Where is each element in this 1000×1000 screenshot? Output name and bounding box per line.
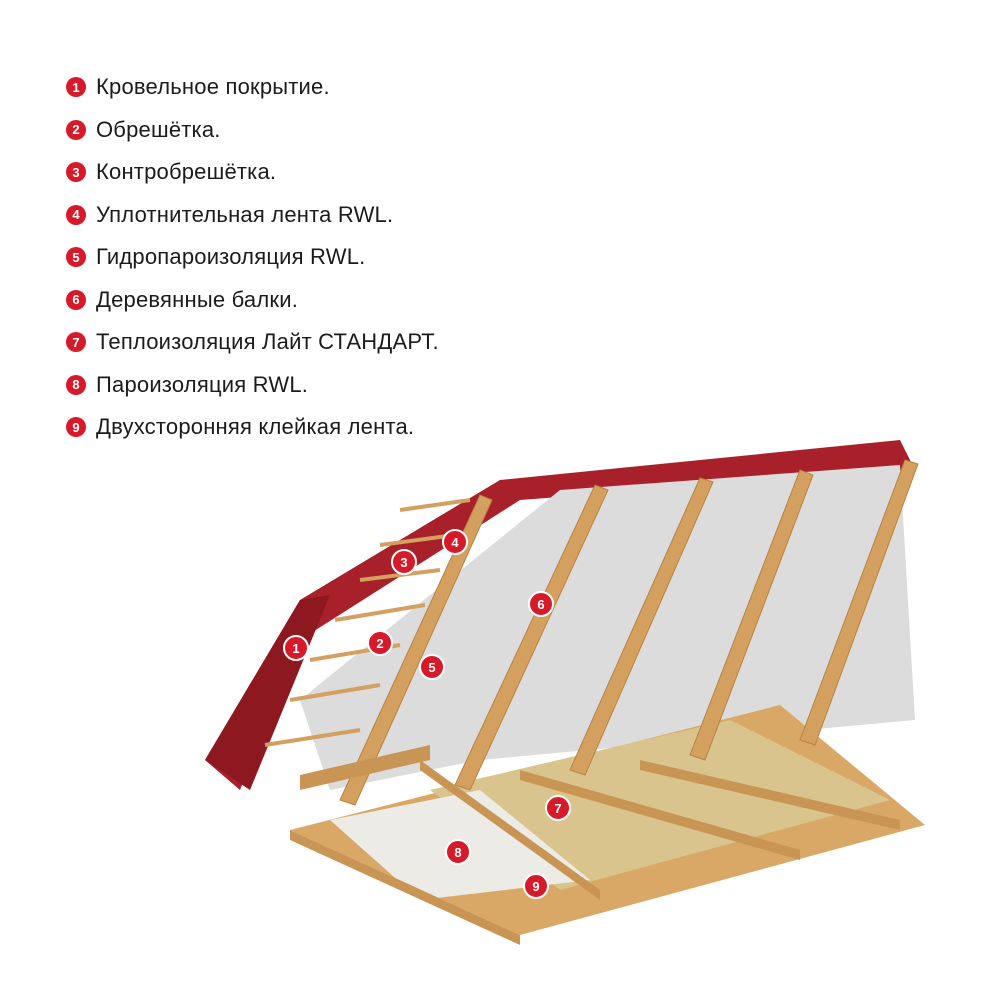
membrane-panel: [300, 465, 915, 790]
number-badge: 5: [66, 247, 86, 268]
marker-3: 3: [391, 549, 417, 575]
marker-7: 7: [545, 795, 571, 821]
marker-9: 9: [523, 873, 549, 899]
marker-8: 8: [445, 839, 471, 865]
number-badge: 2: [66, 119, 86, 140]
number-badge: 8: [66, 374, 86, 395]
marker-2: 2: [367, 630, 393, 656]
legend-label: Деревянные балки.: [96, 286, 299, 312]
number-badge: 1: [66, 77, 86, 98]
legend-label: Кровельное покрытие.: [96, 74, 330, 100]
legend-label: Обрешётка.: [96, 116, 221, 142]
floor-joists: [290, 745, 900, 945]
battens: [264, 498, 471, 747]
marker-4: 4: [442, 529, 468, 555]
legend-label: Теплоизоляция Лайт СТАНДАРТ.: [96, 329, 439, 355]
legend-item-4: 4 Уплотнительная лента RWL.: [66, 194, 439, 237]
legend-label: Гидропароизоляция RWL.: [96, 244, 366, 270]
legend-item-3: 3 Контробрешётка.: [66, 151, 439, 194]
marker-6: 6: [528, 591, 554, 617]
legend-item-6: 6 Деревянные балки.: [66, 279, 439, 322]
rafters: [339, 459, 919, 806]
number-badge: 9: [66, 417, 86, 438]
legend-label: Пароизоляция RWL.: [96, 371, 309, 397]
legend-item-7: 7 Теплоизоляция Лайт СТАНДАРТ.: [66, 321, 439, 364]
legend-label: Двухсторонняя клейкая лента.: [96, 414, 415, 440]
legend-item-1: 1 Кровельное покрытие.: [66, 66, 439, 109]
marker-5: 5: [419, 654, 445, 680]
legend-label: Контробрешётка.: [96, 159, 277, 185]
number-badge: 4: [66, 204, 86, 225]
number-badge: 6: [66, 289, 86, 310]
legend-item-5: 5 Гидропароизоляция RWL.: [66, 236, 439, 279]
legend-label: Уплотнительная лента RWL.: [96, 201, 394, 227]
legend: 1 Кровельное покрытие. 2 Обрешётка. 3 Контр…: [66, 66, 439, 449]
number-badge: 3: [66, 162, 86, 183]
number-badge: 7: [66, 332, 86, 353]
legend-item-9: 9 Двухсторонняя клейкая лента.: [66, 406, 439, 449]
marker-1: 1: [283, 635, 309, 661]
legend-item-2: 2 Обрешётка.: [66, 109, 439, 152]
legend-item-8: 8 Пароизоляция RWL.: [66, 364, 439, 407]
